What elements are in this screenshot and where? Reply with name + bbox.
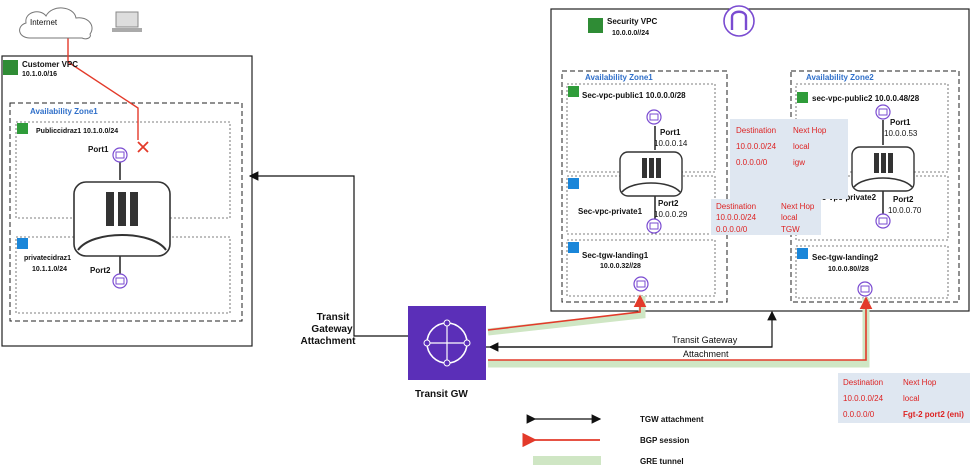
- az2-port2: Port2: [893, 195, 914, 204]
- transit-gw-label: Transit GW: [415, 389, 468, 400]
- route-table-2: [711, 199, 821, 235]
- eni-icon: [646, 109, 662, 125]
- rt2-cell: 10.0.0.0/24: [716, 213, 757, 222]
- eni-icon: [857, 281, 873, 297]
- rt3-cell: local: [903, 394, 920, 403]
- transit-gateway-icon[interactable]: [408, 306, 486, 380]
- blocked-x-icon: [137, 141, 149, 153]
- rt3-header-destination: Destination: [843, 378, 884, 387]
- rt3-header-nexthop: Next Hop: [903, 378, 937, 387]
- security-vpc-title: Security VPC: [607, 17, 658, 26]
- az1-box: [561, 70, 728, 303]
- rt2-cell: TGW: [781, 225, 800, 234]
- customer-az-box: [9, 102, 243, 322]
- customer-vpc-title: Customer VPC: [22, 60, 79, 69]
- az2-port2-ip: 10.0.0.70: [888, 206, 922, 215]
- az1-private-subnet: Sec-vpc-private1: [578, 207, 643, 216]
- rt2-header-nexthop: Next Hop: [781, 202, 815, 211]
- az2-public-subnet: sec-vpc-public2 10.0.0.48/28: [812, 94, 920, 103]
- az1-public-subnet: Sec-vpc-public1 10.0.0.0/28: [582, 91, 686, 100]
- rt3-cell: 10.0.0.0/24: [843, 394, 884, 403]
- legend-tgw-label: TGW attachment: [640, 415, 704, 424]
- rt3-cell: 0.0.0.0/0: [843, 410, 875, 419]
- internet-cloud-icon: [19, 7, 93, 40]
- internet-label: Internet: [30, 18, 58, 27]
- rt1-cell: local: [793, 142, 810, 151]
- eni-icon: [633, 276, 649, 292]
- laptop-icon: [112, 11, 142, 32]
- customer-vpc-cidr: 10.1.0.0/16: [22, 71, 58, 78]
- tgw-attach-label-left-3: Attachment: [300, 336, 356, 347]
- az1-tgw-landing: Sec-tgw-landing1: [582, 251, 649, 260]
- rt1-header-nexthop: Next Hop: [793, 126, 827, 135]
- lock-icon: [17, 123, 28, 134]
- lock-icon: [568, 242, 579, 253]
- legend-gre-label: GRE tunnel: [640, 457, 684, 466]
- rt2-header-destination: Destination: [716, 202, 757, 211]
- customer-public-subnet-label: Publiccidrаz1 10.1.0.0/24: [36, 128, 119, 135]
- rt1-cell: 10.0.0.0/24: [736, 142, 777, 151]
- route-table-3: [838, 373, 970, 423]
- tgw-attach-label-right-2: Attachment: [683, 349, 729, 359]
- az2-label: Availability Zone2: [806, 73, 874, 82]
- eni-icon: [112, 273, 128, 289]
- eni-icon: [646, 218, 662, 234]
- security-vpc-box: [550, 8, 970, 312]
- customer-az-label: Availability Zone1: [30, 107, 98, 116]
- lock-icon: [797, 248, 808, 259]
- rt2-cell: 0.0.0.0/0: [716, 225, 748, 234]
- az1-port1: Port1: [660, 128, 681, 137]
- rt1-cell: igw: [793, 158, 806, 167]
- az1-port2-ip: 10.0.0.29: [654, 210, 688, 219]
- az2-tgw-landing: Sec-tgw-landing2: [812, 253, 879, 262]
- fortigate-firewall-icon[interactable]: [618, 150, 684, 198]
- lock-icon: [568, 178, 579, 189]
- security-vpc-cloud-icon: [588, 18, 603, 33]
- customer-private-subnet-box: [15, 236, 231, 314]
- eni-icon: [112, 147, 128, 163]
- rt1-cell: 0.0.0.0/0: [736, 158, 768, 167]
- rt1-header-destination: Destination: [736, 126, 777, 135]
- az1-tgw-landing-cidr: 10.0.0.32//28: [600, 263, 641, 270]
- customer-vpc-cloud-icon: [3, 60, 18, 75]
- fortigate-firewall-icon[interactable]: [72, 180, 172, 258]
- az2-port1: Port1: [890, 118, 911, 127]
- customer-private-subnet-name: privatecidraz1: [24, 255, 72, 262]
- tgw-attach-label-right-1: Transit Gateway: [672, 335, 738, 345]
- internet-gateway-icon[interactable]: [722, 4, 756, 38]
- lock-icon: [568, 86, 579, 97]
- rt3-cell: Fgt-2 port2 (eni): [903, 410, 964, 419]
- az1-label: Availability Zone1: [585, 73, 653, 82]
- eni-icon: [875, 213, 891, 229]
- az1-port1-ip: 10.0.0.14: [654, 139, 688, 148]
- security-vpc-cidr: 10.0.0.0//24: [612, 30, 649, 37]
- az2-tgw-landing-cidr: 10.0.0.80//28: [828, 266, 869, 273]
- customer-port2-label: Port2: [90, 266, 111, 275]
- customer-port1-label: Port1: [88, 145, 109, 154]
- route-table-1: [730, 119, 848, 199]
- tgw-attach-label-left-1: Transit: [316, 312, 350, 323]
- customer-private-subnet-cidr: 10.1.1.0/24: [32, 266, 68, 273]
- tgw-attach-label-left-2: Gateway: [311, 324, 353, 335]
- lock-icon: [797, 92, 808, 103]
- az1-port2: Port2: [658, 199, 679, 208]
- legend-bgp-label: BGP session: [640, 436, 690, 445]
- customer-vpc-box: [1, 55, 253, 347]
- lock-icon: [17, 238, 28, 249]
- fortigate-firewall-icon[interactable]: [850, 145, 916, 193]
- rt2-cell: local: [781, 213, 798, 222]
- eni-icon: [875, 104, 891, 120]
- az2-port1-ip: 10.0.0.53: [884, 129, 918, 138]
